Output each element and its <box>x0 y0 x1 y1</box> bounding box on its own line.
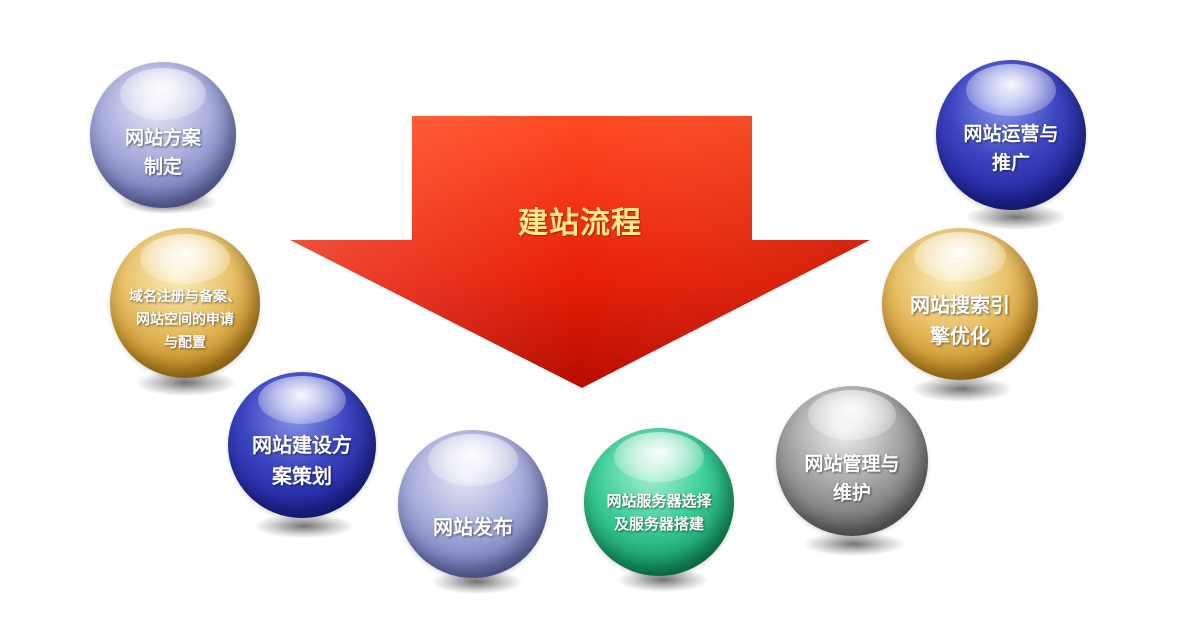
label-line: 网站服务器选择 <box>606 492 712 510</box>
step-domain-label: 域名注册与备案、 网站空间的申请 与配置 <box>110 286 260 355</box>
ball-gloss <box>140 234 230 284</box>
ball-gloss <box>428 434 518 486</box>
label-line: 网站空间的申请 <box>136 312 234 329</box>
ball-gloss <box>966 64 1056 116</box>
step-maintain-label: 网站管理与 维护 <box>776 450 928 509</box>
step-publish-label: 网站发布 <box>398 512 548 543</box>
label-line: 网站方案 <box>124 127 201 149</box>
ball-shadow <box>804 532 904 556</box>
ball-gloss <box>258 376 346 424</box>
step-server-ball: 网站服务器选择 及服务器搭建 <box>584 428 734 576</box>
label-line: 与配置 <box>164 335 206 352</box>
label-line: 制定 <box>143 156 182 179</box>
step-build-plan-label: 网站建设方 案策划 <box>228 430 376 492</box>
label-line: 推广 <box>991 152 1030 175</box>
label-line: 网站管理与 <box>804 453 900 475</box>
step-build-plan-ball: 网站建设方 案策划 <box>228 372 376 518</box>
label-line: 维护 <box>832 482 871 505</box>
step-operate-ball: 网站运营与 推广 <box>936 60 1086 210</box>
ball-gloss <box>614 432 704 482</box>
label-line: 擎优化 <box>930 324 990 348</box>
step-domain-ball: 域名注册与备案、 网站空间的申请 与配置 <box>110 228 260 378</box>
step-seo-ball: 网站搜索引 擎优化 <box>882 228 1038 380</box>
label-line: 网站建设方 <box>252 433 352 457</box>
step-operate-label: 网站运营与 推广 <box>936 120 1086 179</box>
label-line: 案策划 <box>272 464 332 488</box>
diagram-title: 建站流程 <box>518 206 642 241</box>
label-line: 域名注册与备案、 <box>129 289 241 305</box>
label-line: 网站搜索引 <box>910 293 1010 317</box>
step-seo-label: 网站搜索引 擎优化 <box>882 290 1038 352</box>
step-plan-ball: 网站方案 制定 <box>90 62 236 208</box>
arrow-shading <box>290 116 870 388</box>
step-server-label: 网站服务器选择 及服务器搭建 <box>584 490 734 537</box>
step-plan-label: 网站方案 制定 <box>90 124 236 183</box>
step-maintain-ball: 网站管理与 维护 <box>776 386 928 536</box>
step-publish-ball: 网站发布 <box>398 430 548 578</box>
ball-shadow <box>254 514 354 538</box>
ball-shadow <box>912 376 1012 402</box>
label-line: 网站发布 <box>433 515 513 539</box>
ball-gloss <box>808 390 896 440</box>
label-line: 网站运营与 <box>963 123 1059 145</box>
ball-gloss <box>914 232 1006 282</box>
ball-gloss <box>120 68 206 120</box>
label-line: 及服务器搭建 <box>613 515 704 534</box>
